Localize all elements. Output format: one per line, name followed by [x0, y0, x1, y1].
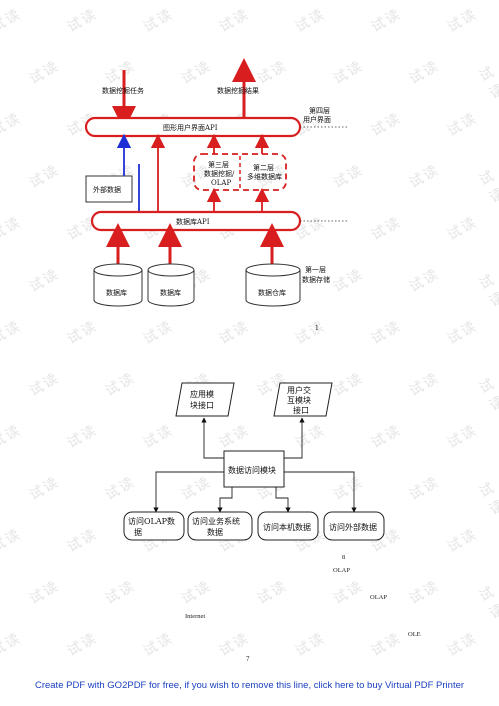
access-external-label: 访问外部数据 — [329, 522, 377, 532]
user-interface-line3: 接口 — [293, 405, 309, 415]
mining-task-label: 数据挖掘任务 — [102, 86, 144, 95]
access-olap-line1: 访问OLAP数 — [128, 516, 175, 526]
access-to-external-line — [284, 471, 357, 513]
db1-label: 数据库 — [106, 288, 127, 297]
access-olap-box — [123, 511, 185, 541]
database-cylinder-2: 数据库 — [147, 263, 195, 307]
layer3-mining: 数据挖掘/ — [204, 169, 235, 178]
db2-label: 数据库 — [160, 288, 181, 297]
text-fragment-ole: OLE — [408, 631, 421, 638]
text-fragment-internet: Internet — [185, 613, 206, 620]
mining-result-label: 数据挖掘结果 — [217, 86, 259, 95]
page-number: 7 — [246, 655, 250, 663]
user-interface-line1: 用户交 — [287, 385, 311, 395]
access-biz-line1: 访问业务系统 — [192, 516, 240, 526]
figure1-number: 1 — [315, 325, 319, 332]
user-interface-shape — [273, 382, 333, 417]
data-access-module-label: 数据访问模块 — [228, 465, 276, 475]
external-data-label: 外部数据 — [93, 185, 121, 194]
warehouse-label: 数据仓库 — [258, 288, 286, 297]
text-fragment-olap-1: OLAP — [333, 567, 350, 574]
access-to-user-if-line — [284, 417, 305, 459]
figure2: 应用模 块接口 用户交 互模块 接口 数据访问模块 访问OLAP数 据 访问业务… — [123, 382, 385, 541]
go2pdf-footer-link[interactable]: Create PDF with GO2PDF for free, if you … — [34, 680, 465, 691]
layer2-mddb: 多维数据库 — [247, 172, 282, 181]
app-interface-line1: 应用模 — [190, 389, 214, 399]
access-external-box — [323, 511, 385, 541]
external-data-box — [85, 175, 133, 203]
access-to-olap-line — [153, 471, 224, 513]
text-fragment-olap-2: OLAP — [370, 594, 387, 601]
gui-api-label: 图形用户界面API — [163, 123, 218, 132]
text-fragment-8: 8 — [342, 554, 346, 561]
access-biz-box — [187, 511, 253, 541]
data-access-module-box — [223, 450, 285, 488]
layer2-title: 第二层 — [253, 163, 274, 172]
data-warehouse-cylinder: 数据仓库 — [245, 263, 301, 307]
access-local-box — [257, 511, 319, 541]
figure1: 数据挖掘任务 数据挖掘结果 图形用户界面API 第四层 用户界面 第三层 数据挖… — [84, 58, 348, 332]
layer1-subtitle: 数据存储 — [302, 275, 330, 284]
layer3-olap: OLAP — [211, 179, 231, 187]
access-olap-line2: 据 — [134, 527, 142, 537]
db-api-label: 数据库API — [176, 217, 210, 226]
access-to-app-if-line — [201, 417, 224, 459]
access-local-label: 访问本机数据 — [263, 522, 311, 532]
access-biz-line2: 数据 — [207, 527, 223, 537]
access-to-local-line — [275, 487, 291, 513]
database-cylinder-1: 数据库 — [93, 263, 143, 307]
layer4-subtitle: 用户界面 — [303, 115, 331, 124]
layer1-title: 第一层 — [305, 265, 326, 274]
user-interface-line2: 互模块 — [287, 395, 311, 405]
app-interface-shape — [175, 382, 235, 417]
access-to-biz-line — [217, 487, 233, 513]
layer3-title: 第三层 — [208, 160, 229, 169]
layer4-title: 第四层 — [309, 106, 330, 115]
app-interface-line2: 块接口 — [190, 400, 214, 410]
